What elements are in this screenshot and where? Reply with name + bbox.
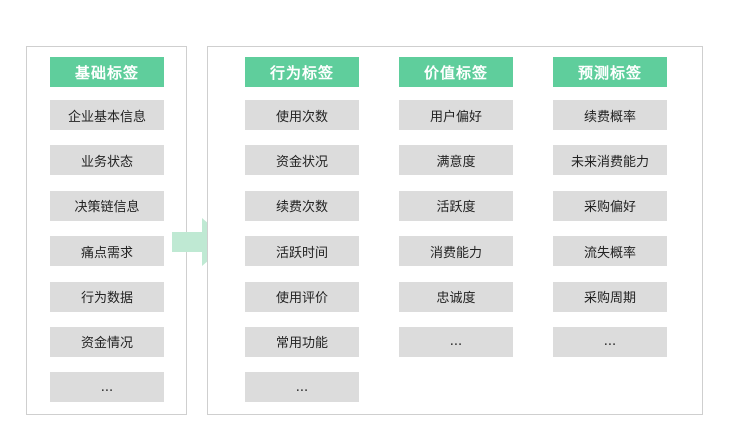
tag-item: 未来消费能力	[553, 145, 667, 176]
tag-item: 决策链信息	[50, 190, 164, 221]
value-tags-column: 价值标签 用户偏好 满意度 活跃度 消费能力 忠诚度 ...	[399, 57, 513, 357]
tag-item: 行为数据	[50, 281, 164, 312]
value-tags-header: 价值标签	[399, 57, 513, 87]
tag-item: 用户偏好	[399, 100, 513, 130]
prediction-tags-column: 预测标签 续费概率 未来消费能力 采购偏好 流失概率 采购周期 ...	[553, 57, 667, 357]
behavior-tags-header: 行为标签	[245, 57, 359, 87]
tag-item: 采购偏好	[553, 190, 667, 221]
tag-item: 忠诚度	[399, 281, 513, 312]
prediction-tags-header: 预测标签	[553, 57, 667, 87]
behavior-tags-column: 行为标签 使用次数 资金状况 续费次数 活跃时间 使用评价 常用功能 ...	[245, 57, 359, 403]
tag-item: 企业基本信息	[50, 100, 164, 130]
tag-item: 痛点需求	[50, 236, 164, 267]
tag-item: 流失概率	[553, 236, 667, 267]
tag-item: 续费概率	[553, 100, 667, 130]
tag-item-more: ...	[50, 372, 164, 403]
basic-tags-header: 基础标签	[50, 57, 164, 87]
tag-item: 活跃度	[399, 190, 513, 221]
tag-item: 资金情况	[50, 326, 164, 357]
tag-item: 使用评价	[245, 281, 359, 312]
tag-item: 常用功能	[245, 326, 359, 357]
derived-tags-panel: 行为标签 使用次数 资金状况 续费次数 活跃时间 使用评价 常用功能 ... 价…	[207, 46, 703, 415]
tag-item: 活跃时间	[245, 236, 359, 267]
tag-item: 续费次数	[245, 190, 359, 221]
tag-item-more: ...	[245, 372, 359, 403]
tag-item: 业务状态	[50, 145, 164, 176]
basic-tags-panel: 基础标签 企业基本信息 业务状态 决策链信息 痛点需求 行为数据 资金情况 ..…	[26, 46, 187, 415]
basic-tags-column: 基础标签 企业基本信息 业务状态 决策链信息 痛点需求 行为数据 资金情况 ..…	[50, 57, 164, 403]
tag-item: 使用次数	[245, 100, 359, 130]
tag-item: 消费能力	[399, 236, 513, 267]
tag-item: 采购周期	[553, 281, 667, 312]
tag-item-more: ...	[399, 326, 513, 357]
tag-item: 满意度	[399, 145, 513, 176]
tag-item-more: ...	[553, 326, 667, 357]
tag-item: 资金状况	[245, 145, 359, 176]
